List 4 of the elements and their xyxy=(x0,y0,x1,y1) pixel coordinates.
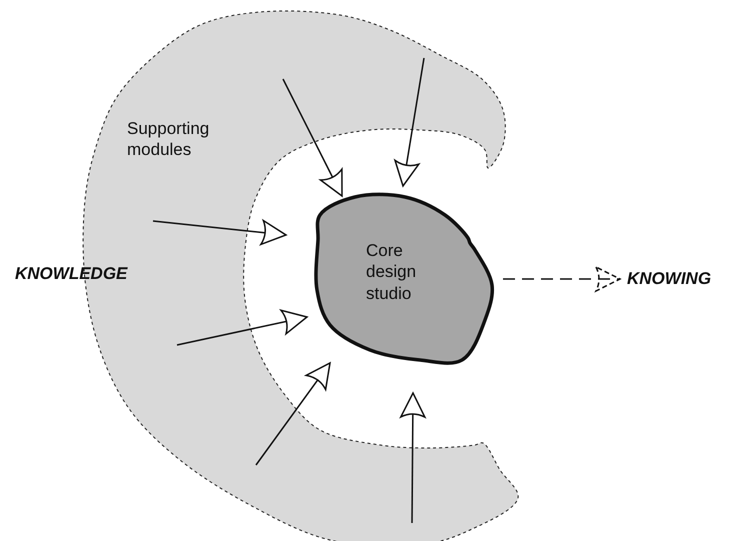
node-label: KNOWING xyxy=(627,268,712,290)
node-label: Core design studio xyxy=(366,240,418,304)
region-label: KNOWLEDGE xyxy=(15,264,128,284)
node-label: Supporting modules xyxy=(127,118,210,160)
